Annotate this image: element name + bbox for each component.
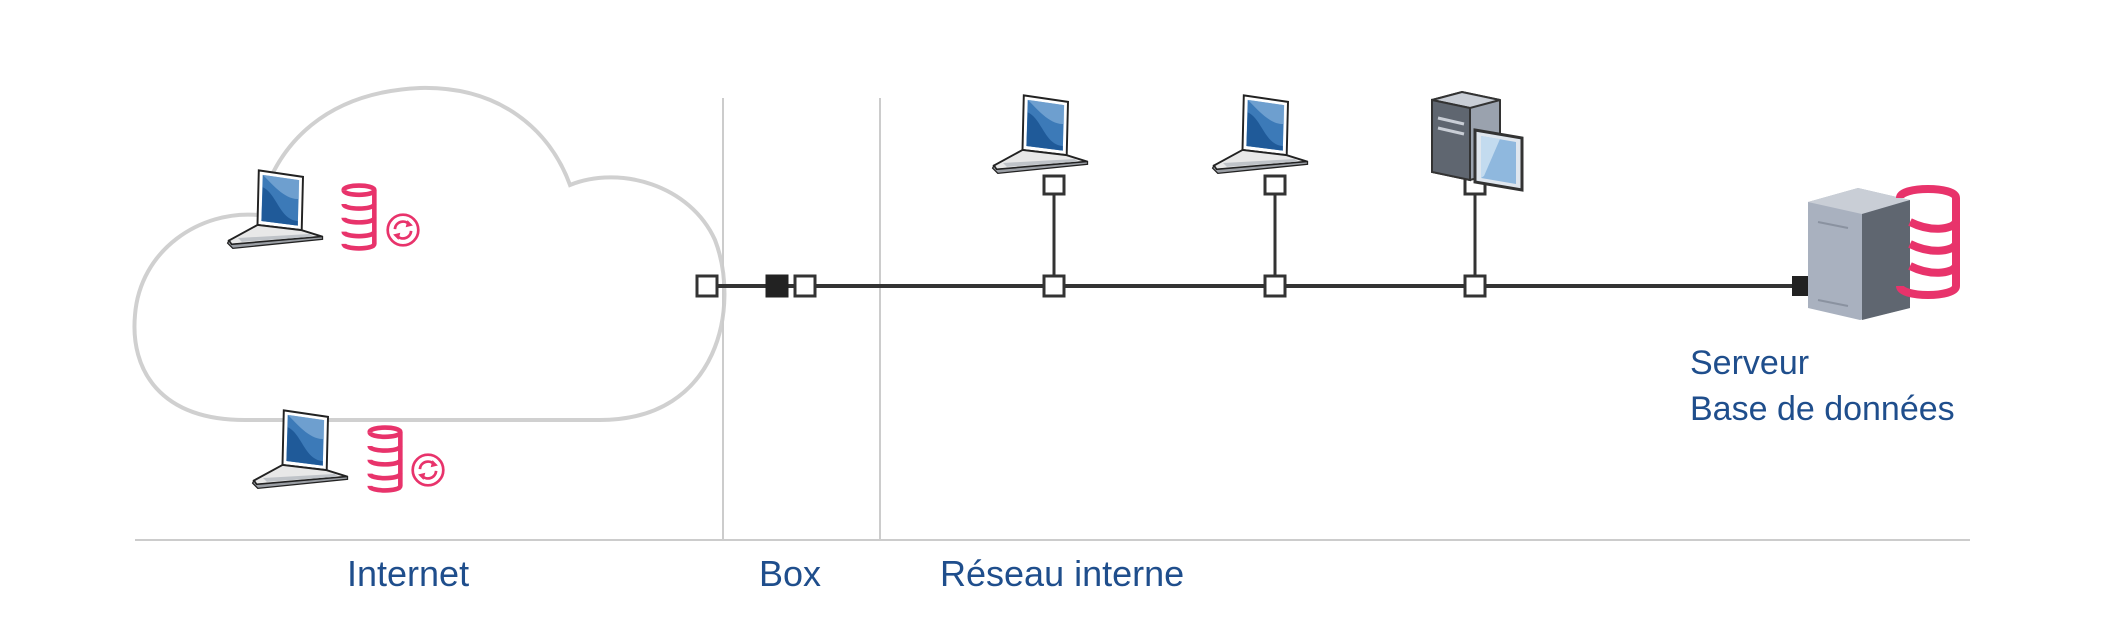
laptop-icon — [226, 169, 324, 250]
cloud-icon — [132, 85, 727, 422]
database-label: Base de données — [1690, 390, 1955, 428]
server-tower-icon — [1808, 188, 1910, 320]
network-port-icon — [1042, 174, 1066, 196]
laptop-icon — [991, 94, 1089, 175]
network-port-icon — [1042, 274, 1066, 298]
network-port-icon — [1263, 274, 1287, 298]
server-label: Serveur — [1690, 344, 1810, 382]
zone-label-internet: Internet — [347, 553, 470, 594]
laptop-icon — [1211, 94, 1309, 175]
network-port-icon — [765, 274, 789, 298]
laptop-icon — [251, 409, 349, 490]
network-port-icon — [695, 274, 719, 298]
desktop-computer-icon — [1431, 90, 1524, 192]
network-port-icon — [1263, 174, 1287, 196]
database-icon — [344, 186, 375, 249]
network-port-icon — [793, 274, 817, 298]
sync-icon — [411, 453, 445, 487]
network-port-icon — [1463, 274, 1487, 298]
database-icon — [370, 428, 401, 491]
sync-icon — [386, 213, 420, 247]
zone-label-reseau-interne: Réseau interne — [940, 553, 1185, 594]
zone-label-box: Box — [759, 553, 822, 594]
database-icon — [1896, 185, 1960, 299]
network-port-icon — [1792, 276, 1808, 296]
